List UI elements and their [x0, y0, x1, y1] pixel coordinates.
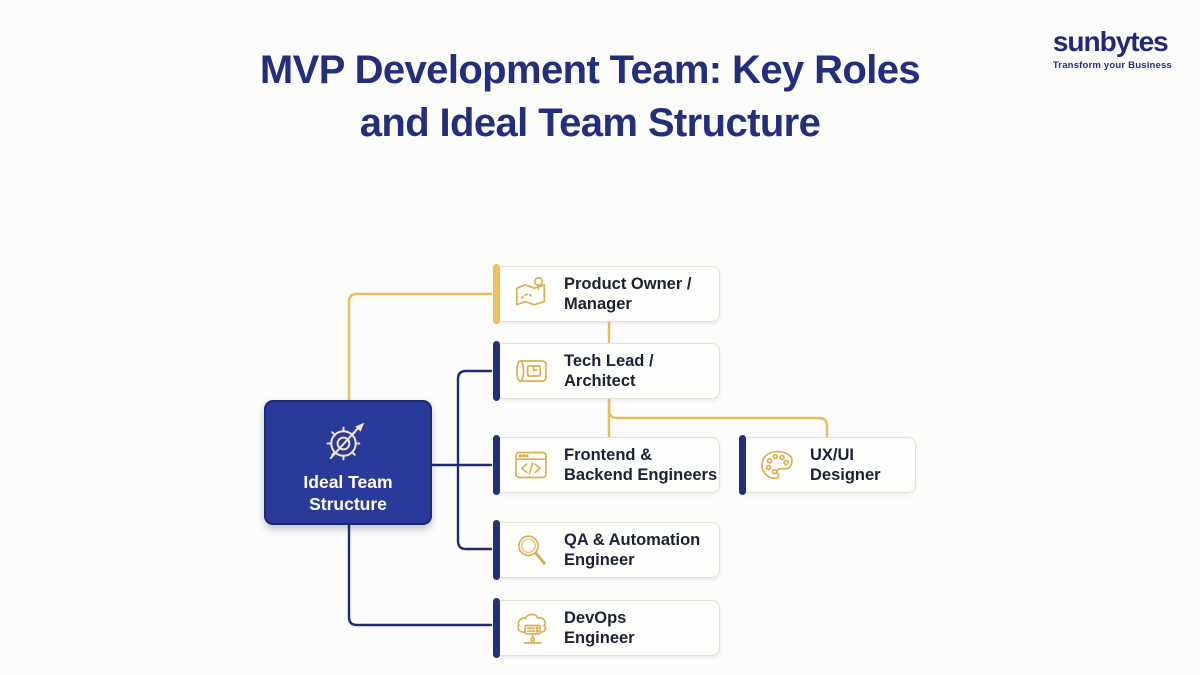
center-node-label-line2: Structure: [309, 494, 387, 514]
role-label-line2: Engineer: [564, 629, 635, 647]
role-label-line2: Engineer: [564, 551, 635, 569]
accent-bar-navy: [493, 435, 500, 495]
center-node-label-line1: Ideal Team: [303, 471, 393, 492]
accent-bar-gold: [493, 264, 500, 324]
page-title-line2: and Ideal Team Structure: [359, 101, 821, 146]
accent-bar-navy: [493, 520, 500, 580]
logo-tagline: Transform your Business: [1052, 60, 1172, 71]
role-node-tech-lead: Tech Lead / Architect: [493, 341, 720, 401]
role-label: QA & Automation Engineer: [564, 530, 700, 570]
page-title: MVP Development Team: Key Roles and Idea…: [0, 44, 1180, 150]
role-label: Frontend & Backend Engineers: [564, 445, 717, 485]
role-label: DevOps Engineer: [564, 608, 635, 648]
connector-center-to-product-owner: [347, 292, 493, 402]
connector-branch-to-tech-lead: [456, 369, 493, 467]
connector-tech-lead-to-ux-ui: [607, 402, 829, 438]
role-label: UX/UI Designer: [810, 445, 881, 485]
role-label-line1: Tech Lead /: [564, 351, 654, 370]
role-label: Product Owner / Manager: [564, 274, 691, 314]
role-label-line2: Designer: [810, 466, 881, 484]
logo-wordmark: sunbytes: [1052, 26, 1169, 57]
cloud-server-icon: [517, 613, 547, 644]
palette-icon: [761, 450, 793, 480]
center-node-ideal-team-structure: Ideal Team Structure: [264, 400, 432, 525]
role-label-line1: Frontend &: [564, 445, 652, 464]
gear-growth-arrow-icon: [326, 422, 365, 460]
role-label-line2: Manager: [564, 295, 632, 313]
page-title-line1: MVP Development Team: Key Roles: [259, 48, 921, 92]
accent-bar-navy: [493, 598, 500, 658]
blueprint-icon: [516, 360, 547, 382]
accent-bar-navy: [739, 435, 746, 495]
role-label-line1: UX/UI: [810, 445, 855, 464]
connector-branch-to-qa: [456, 463, 493, 551]
role-label: Tech Lead / Architect: [564, 351, 654, 391]
connector-center-to-devops: [347, 523, 493, 627]
role-node-frontend-backend: Frontend & Backend Engineers: [493, 435, 720, 495]
role-node-qa-automation: QA & Automation Engineer: [493, 520, 720, 580]
role-label-line2: Architect: [564, 372, 636, 390]
role-label-line2: Backend Engineers: [564, 466, 718, 484]
center-node-label: Ideal Team Structure: [303, 471, 392, 516]
code-window-icon: [515, 451, 547, 479]
magnifier-icon: [518, 535, 546, 565]
role-label-line1: DevOps: [564, 608, 627, 627]
role-label-line1: QA & Automation: [564, 530, 701, 549]
role-node-devops: DevOps Engineer: [493, 598, 720, 658]
role-node-product-owner: Product Owner / Manager: [493, 264, 720, 324]
map-location-icon: [516, 276, 546, 306]
accent-bar-navy: [493, 341, 500, 401]
role-label-line1: Product Owner /: [564, 274, 692, 293]
role-node-ux-ui-designer: UX/UI Designer: [739, 435, 916, 495]
sunbytes-logo: sunbytes Transform your Business: [1052, 26, 1172, 72]
